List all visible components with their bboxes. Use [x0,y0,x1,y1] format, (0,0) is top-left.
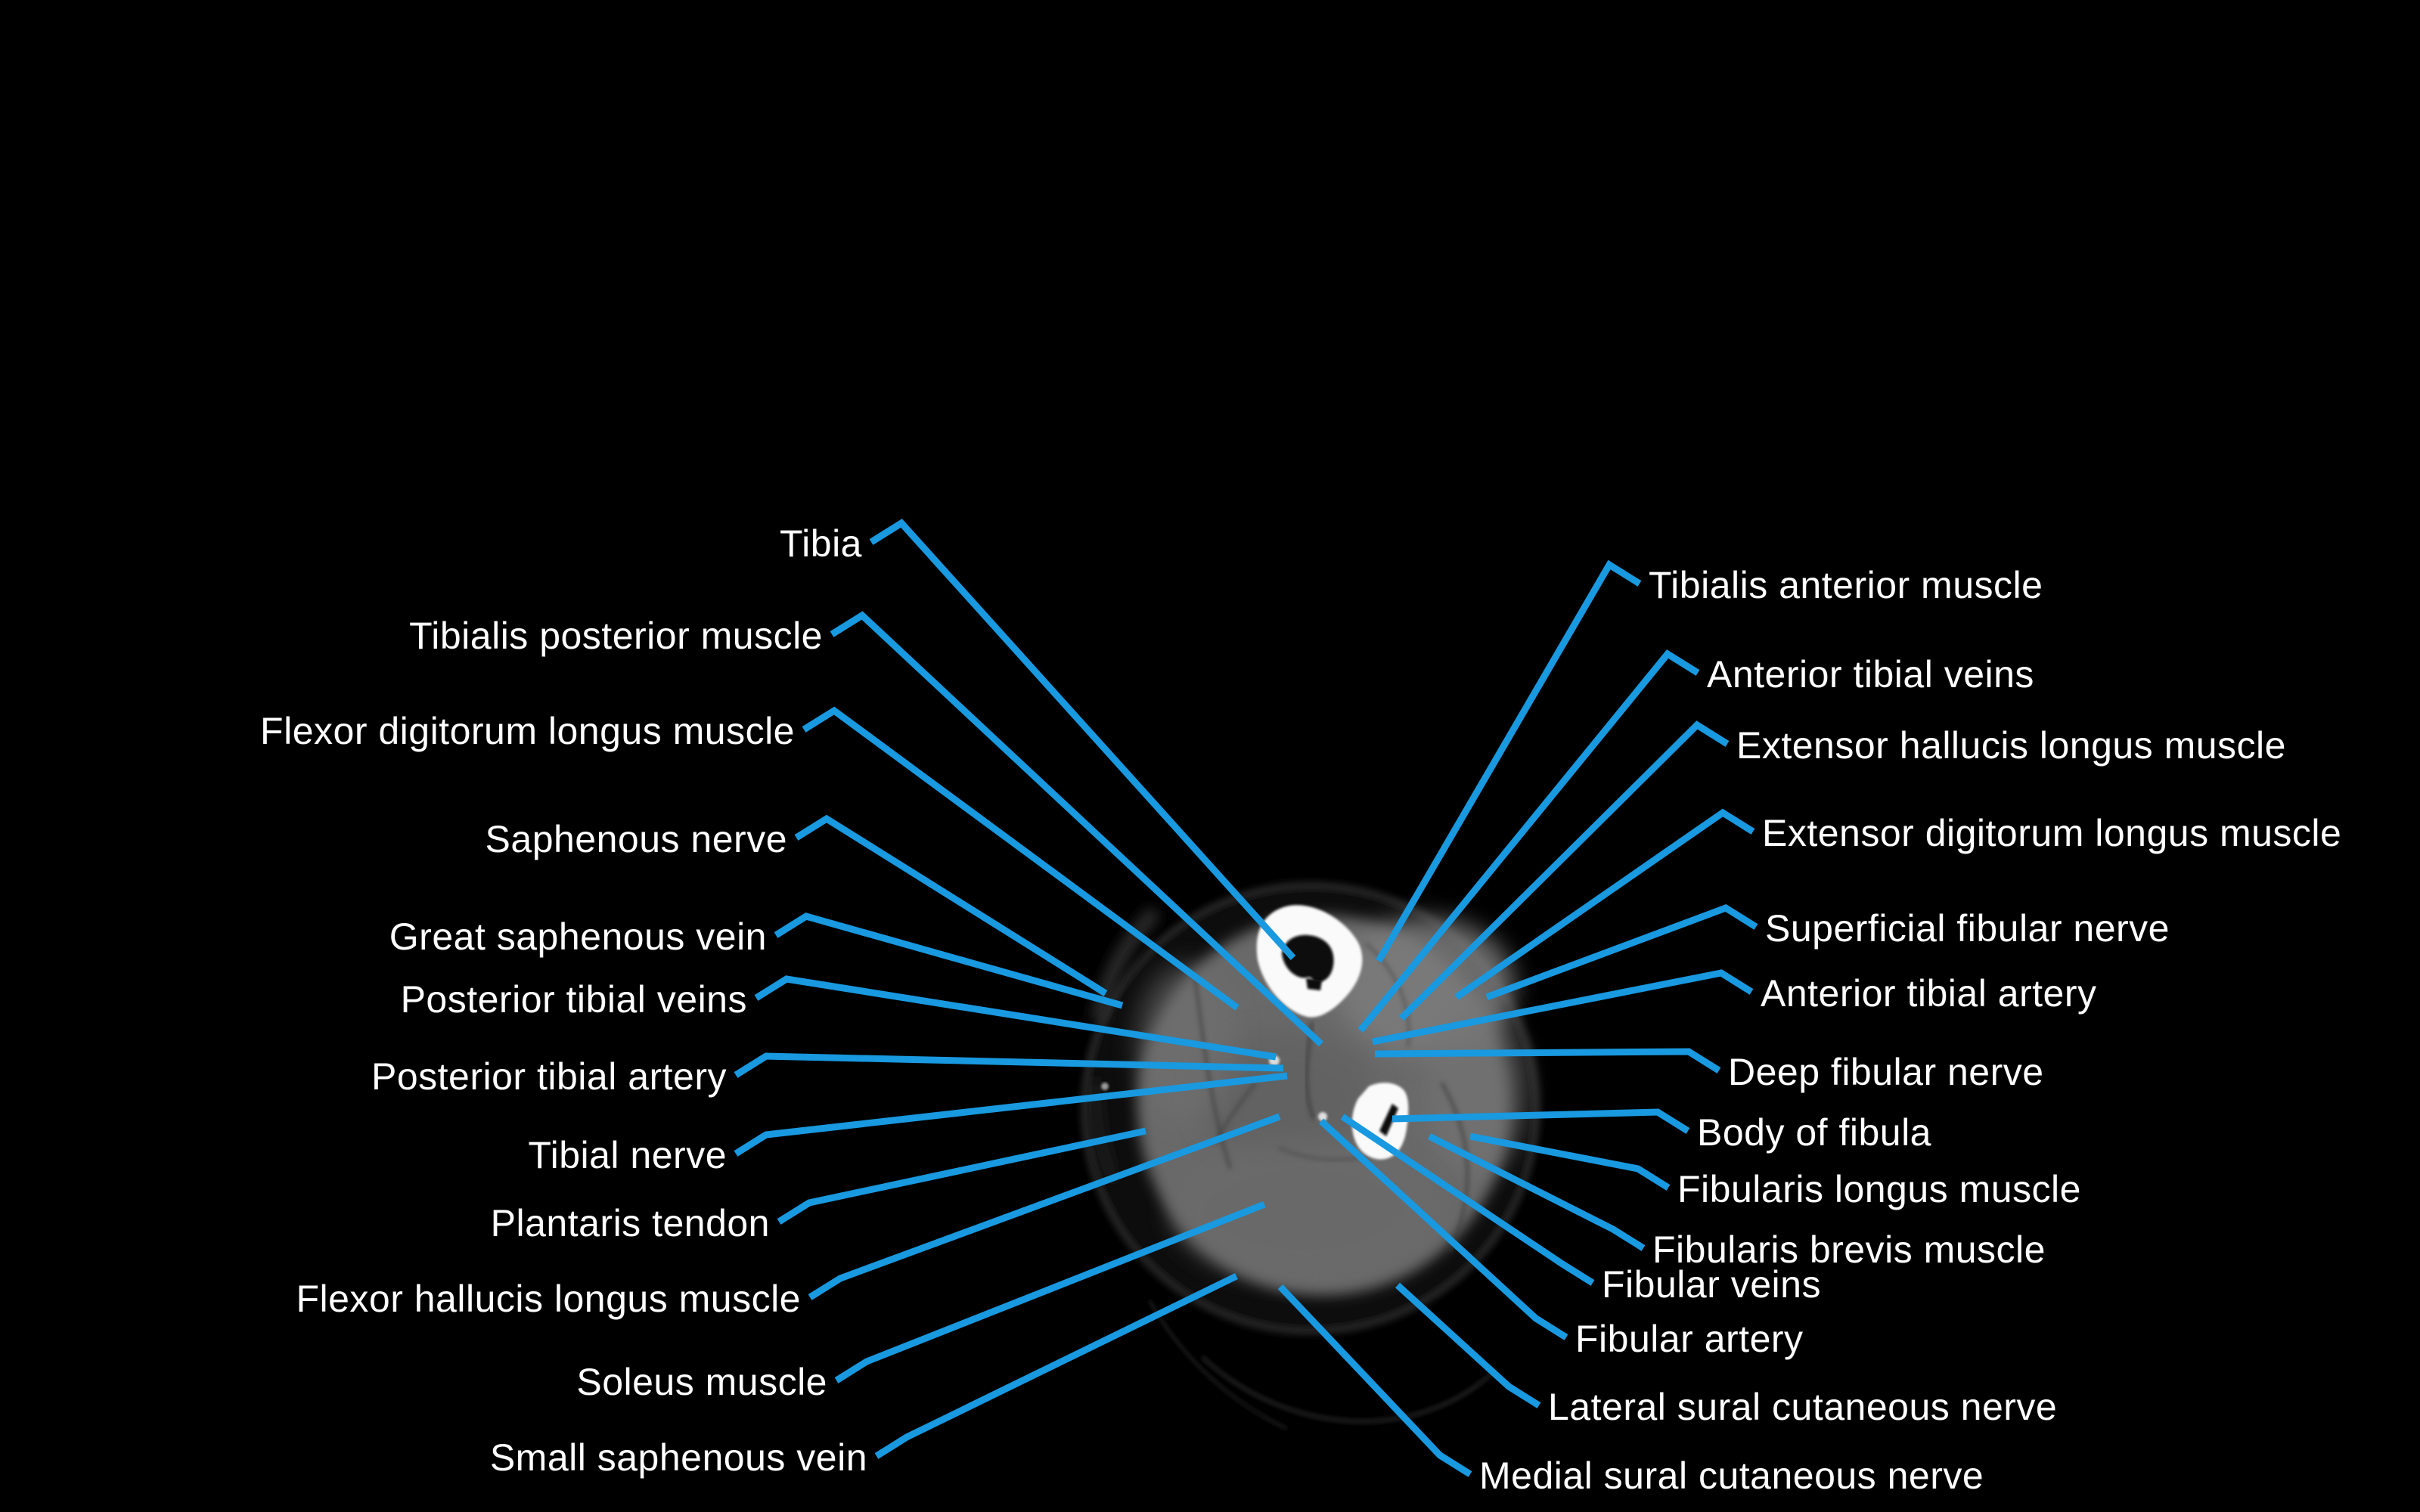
leader-line-anterior-tibial-artery [1372,969,1754,1046]
soleus-shade [1172,1140,1437,1279]
label-superficial-fibular-nerve: Superficial fibular nerve [1765,907,2170,950]
fibula-medulla [1379,1104,1398,1136]
leader-line-fibular-artery [1318,1118,1568,1340]
lateral-compartment-shade [1426,1002,1526,1176]
leader-line-saphenous-nerve [794,814,1108,996]
fascia-line-medial [1193,976,1233,1170]
tibia-marrow-notch [1306,978,1322,990]
label-plantaris-tendon: Plantaris tendon [491,1202,770,1244]
posterior-skin-contour [1201,1356,1497,1424]
label-extensor-digitorum-longus-muscle: Extensor digitorum longus muscle [1762,812,2341,854]
leader-line-posterior-tibial-veins [754,975,1277,1061]
label-tibia: Tibia [780,522,862,565]
leader-line-fibular-veins [1340,1114,1595,1286]
label-tibialis-posterior-muscle: Tibialis posterior muscle [409,615,823,657]
label-fibularis-brevis-muscle: Fibularis brevis muscle [1652,1228,2046,1271]
label-deep-fibular-nerve: Deep fibular nerve [1728,1051,2044,1093]
label-small-saphenous-vein: Small saphenous vein [490,1436,867,1479]
leader-line-fibularis-longus-muscle [1469,1132,1671,1191]
label-lateral-sural-cutaneous-nerve: Lateral sural cutaneous nerve [1548,1386,2057,1428]
label-soleus-muscle: Soleus muscle [576,1361,827,1403]
superficial-vein-dot [1101,1083,1109,1090]
label-posterior-tibial-veins: Posterior tibial veins [401,978,747,1021]
leader-line-deep-fibular-nerve [1374,1048,1721,1074]
label-extensor-hallucis-longus-muscle: Extensor hallucis longus muscle [1736,724,2286,767]
label-anterior-tibial-artery: Anterior tibial artery [1761,972,2097,1015]
fibular-vessel-dot [1318,1112,1327,1121]
label-body-of-fibula: Body of fibula [1697,1111,1931,1154]
label-tibial-nerve: Tibial nerve [528,1134,727,1176]
leader-line-flexor-hallucis-longus-muscle [808,1113,1281,1300]
leader-line-posterior-tibial-artery [734,1052,1284,1078]
leader-line-medial-sural-cutaneous-nerve [1277,1284,1472,1477]
label-posterior-tibial-artery: Posterior tibial artery [371,1055,727,1098]
label-anterior-tibial-veins: Anterior tibial veins [1707,653,2034,696]
label-fibular-artery: Fibular artery [1575,1318,1804,1360]
subcutaneous-mottling [1091,906,1161,1024]
tibia-marrow [1282,934,1334,983]
leader-line-superficial-fibular-nerve [1485,904,1758,1001]
leader-line-small-saphenous-vein [874,1272,1238,1459]
leader-line-lateral-sural-cutaneous-nerve [1395,1282,1541,1408]
leader-lines-left [734,519,1324,1459]
leader-line-great-saphenous-vein [774,912,1124,1009]
posterior-skin-contour-2 [1148,1300,1288,1430]
label-medial-sural-cutaneous-nerve: Medial sural cutaneous nerve [1479,1455,1984,1497]
leader-line-fibularis-brevis-muscle [1427,1132,1646,1251]
leader-line-extensor-hallucis-longus-muscle [1398,720,1730,1021]
leader-line-extensor-digitorum-longus-muscle [1454,808,1755,1000]
leader-line-body-of-fibula [1392,1108,1690,1134]
label-saphenous-nerve: Saphenous nerve [486,818,787,860]
fascia-line-lateral [1439,1081,1470,1253]
leader-lines-right [1277,559,1758,1477]
label-fibularis-longus-muscle: Fibularis longus muscle [1677,1168,2081,1210]
label-flexor-hallucis-longus-muscle: Flexor hallucis longus muscle [296,1278,801,1320]
leader-line-plantaris-tendon [777,1127,1146,1225]
label-fibular-veins: Fibular veins [1602,1263,1821,1306]
label-tibialis-anterior-muscle: Tibialis anterior muscle [1649,564,2043,606]
fibula-bone [1351,1083,1409,1160]
leader-line-tibialis-posterior-muscle [830,611,1324,1047]
leader-line-flexor-digitorum-longus-muscle [802,706,1239,1011]
leader-line-tibia [869,519,1296,961]
leader-line-soleus-muscle [834,1201,1266,1383]
label-great-saphenous-vein: Great saphenous vein [389,916,767,958]
leader-line-tibial-nerve [734,1072,1288,1157]
leader-line-tibialis-anterior-muscle [1376,559,1642,963]
label-flexor-digitorum-longus-muscle: Flexor digitorum longus muscle [260,710,795,752]
subcutaneous-mottling-2 [1091,1080,1117,1182]
leader-line-anterior-tibial-veins [1357,649,1700,1033]
